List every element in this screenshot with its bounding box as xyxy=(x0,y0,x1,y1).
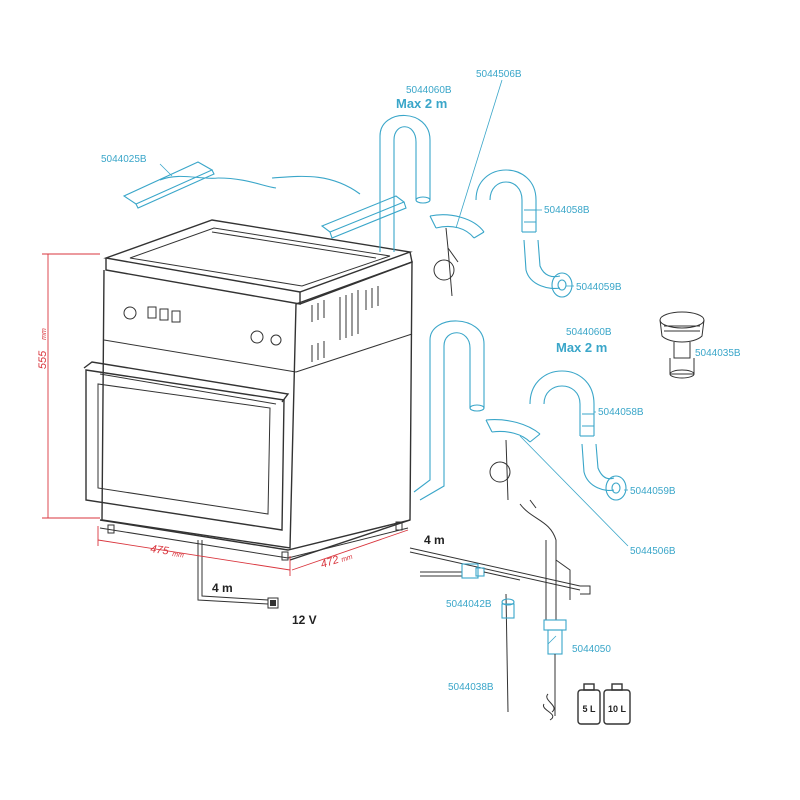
width-dimension-value: 475 xyxy=(150,543,171,558)
canister-10l: 10 L xyxy=(603,683,631,725)
depth-dimension-unit: mm xyxy=(340,554,353,564)
canister-10l-label: 10 L xyxy=(608,704,627,714)
leader-lines xyxy=(159,79,629,645)
water-supply-lines xyxy=(409,499,591,721)
water-canisters: 5 L 10 L xyxy=(577,683,631,725)
top-pipe-assembly xyxy=(379,114,573,298)
width-dimension-unit: mm xyxy=(172,551,185,560)
depth-dimension-value: 472 xyxy=(319,554,340,571)
depth-dimension: 472 mm xyxy=(291,529,409,571)
height-dimension-value: 555 xyxy=(37,350,49,369)
label-5044025b: 5044025B xyxy=(101,154,147,165)
height-dimension: 555 mm xyxy=(37,253,100,519)
control-panel-right xyxy=(250,330,282,346)
side-vents xyxy=(311,286,379,362)
middle-pipe-assembly xyxy=(413,320,627,501)
label-5044059b-top: 5044059B xyxy=(576,282,622,293)
canister-5l: 5 L xyxy=(577,683,601,725)
oven-side xyxy=(289,260,413,561)
label-5044050: 5044050 xyxy=(572,644,611,655)
oven-front xyxy=(101,269,297,549)
width-dimension: 475 mm xyxy=(97,526,291,576)
label-5044506b-bottom: 5044506B xyxy=(630,546,676,557)
exhaust-duct-part xyxy=(271,175,407,239)
exhaust-hood-part xyxy=(122,161,277,209)
oven-door xyxy=(83,361,290,531)
height-dimension-unit: mm xyxy=(41,328,48,340)
label-5044060b-top: 5044060B xyxy=(406,85,452,96)
label-max-top: Max 2 m xyxy=(396,96,447,111)
label-cable-length-left: 4 m xyxy=(212,581,233,595)
label-voltage: 12 V xyxy=(292,613,317,627)
label-5044038b: 5044038B xyxy=(448,682,494,693)
power-cable xyxy=(197,540,279,609)
label-5044042b: 5044042B xyxy=(446,599,492,610)
canister-5l-label: 5 L xyxy=(582,704,596,714)
label-5044058b-top: 5044058B xyxy=(544,205,590,216)
label-5044058b-mid: 5044058B xyxy=(598,407,644,418)
control-panel-left xyxy=(123,306,181,323)
label-5044059b-mid: 5044059B xyxy=(630,486,676,497)
label-max-mid: Max 2 m xyxy=(556,340,607,355)
vent-cap-part xyxy=(659,311,705,379)
oven-unit xyxy=(83,219,413,561)
label-5044035b: 5044035B xyxy=(695,348,741,359)
label-5044506b-top: 5044506B xyxy=(476,69,522,80)
label-cable-length-right: 4 m xyxy=(424,533,445,547)
label-5044060b-mid: 5044060B xyxy=(566,327,612,338)
